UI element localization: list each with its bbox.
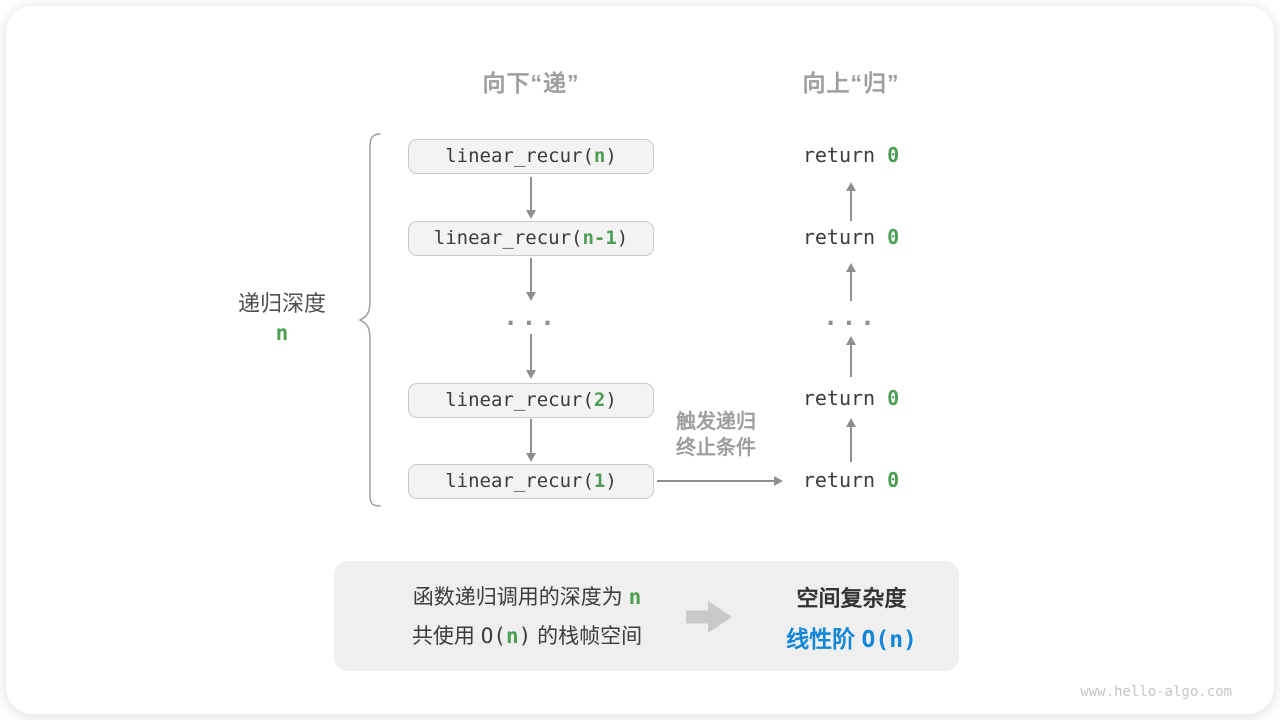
return-statement: return 0: [776, 143, 926, 169]
return-keyword: return: [802, 468, 888, 492]
return-value: 0: [887, 468, 900, 492]
stack-ellipsis: ...: [503, 303, 559, 331]
return-keyword: return: [802, 386, 888, 410]
arrow-up-icon: [850, 427, 852, 462]
call-arg: n-1: [582, 227, 617, 249]
call-text: linear_recur(: [445, 389, 594, 411]
arrow-down-icon: [530, 177, 532, 210]
result-label: 线性阶: [786, 626, 862, 652]
space-complexity-title: 空间复杂度: [796, 586, 907, 611]
call-arg: 1: [593, 470, 606, 492]
call-box-n: linear_recur(n): [408, 139, 654, 174]
summary-line2-post: 的栈帧空间: [531, 625, 643, 648]
return-keyword: return: [802, 225, 888, 249]
arrow-up-icon: [850, 272, 852, 301]
termination-label: 触发递归 终止条件: [648, 409, 784, 461]
call-box-n-1: linear_recur(n-1): [408, 221, 654, 256]
call-text: linear_recur(: [433, 227, 583, 249]
column-header-recurse: 向下“递”: [482, 70, 580, 96]
call-box-1: linear_recur(1): [408, 464, 654, 499]
call-close: ): [605, 145, 617, 167]
return-value: 0: [887, 143, 900, 167]
big-o-close: ): [518, 624, 532, 648]
summary-line2: 共使用 O(n) 的栈帧空间: [352, 617, 702, 656]
arrow-up-icon: [850, 191, 852, 221]
summary-line1-text: 函数递归调用的深度为: [412, 586, 629, 609]
depth-label: 递归深度: [237, 291, 326, 316]
arrow-right-icon: [657, 480, 774, 482]
return-statement: return 0: [776, 468, 926, 494]
column-header-return: 向上“归”: [802, 70, 900, 96]
returns-ellipsis: ...: [823, 303, 879, 331]
summary-line2-value: n: [505, 624, 519, 648]
depth-value: n: [275, 321, 289, 345]
diagram-card: 向下“递” 向上“归” 递归深度 n linear_recur(n) linea…: [6, 6, 1274, 714]
arrow-up-icon: [850, 345, 852, 377]
return-statement: return 0: [776, 386, 926, 412]
return-keyword: return: [802, 143, 888, 167]
summary-line1: 函数递归调用的深度为 n: [352, 578, 702, 617]
call-box-2: linear_recur(2): [408, 383, 654, 418]
call-close: ): [605, 470, 617, 492]
result-big-o: O(n): [861, 627, 917, 653]
space-complexity-result: 线性阶 O(n): [754, 620, 949, 654]
call-text: linear_recur(: [445, 470, 594, 492]
call-text: linear_recur(: [445, 145, 594, 167]
return-statement: return 0: [776, 225, 926, 251]
call-arg: n: [593, 145, 606, 167]
summary-line2-text: 共使用: [411, 625, 481, 648]
call-close: ): [605, 389, 617, 411]
watermark: www.hello-algo.com: [1080, 684, 1232, 700]
arrow-down-icon: [530, 258, 532, 292]
summary-panel: 函数递归调用的深度为 n 共使用 O(n) 的栈帧空间 空间复杂度 线性阶 O(…: [334, 561, 959, 671]
arrow-down-icon: [530, 334, 532, 370]
termination-line2: 终止条件: [676, 437, 756, 459]
arrow-down-icon: [530, 419, 532, 453]
summary-line1-value: n: [628, 585, 642, 609]
summary-left-text: 函数递归调用的深度为 n 共使用 O(n) 的栈帧空间: [352, 578, 702, 656]
termination-line1: 触发递归: [676, 411, 756, 433]
big-o-open: O(: [480, 624, 506, 648]
call-close: ): [616, 227, 629, 249]
call-arg: 2: [593, 389, 606, 411]
return-value: 0: [887, 225, 900, 249]
depth-brace: [358, 133, 381, 507]
return-value: 0: [887, 386, 900, 410]
